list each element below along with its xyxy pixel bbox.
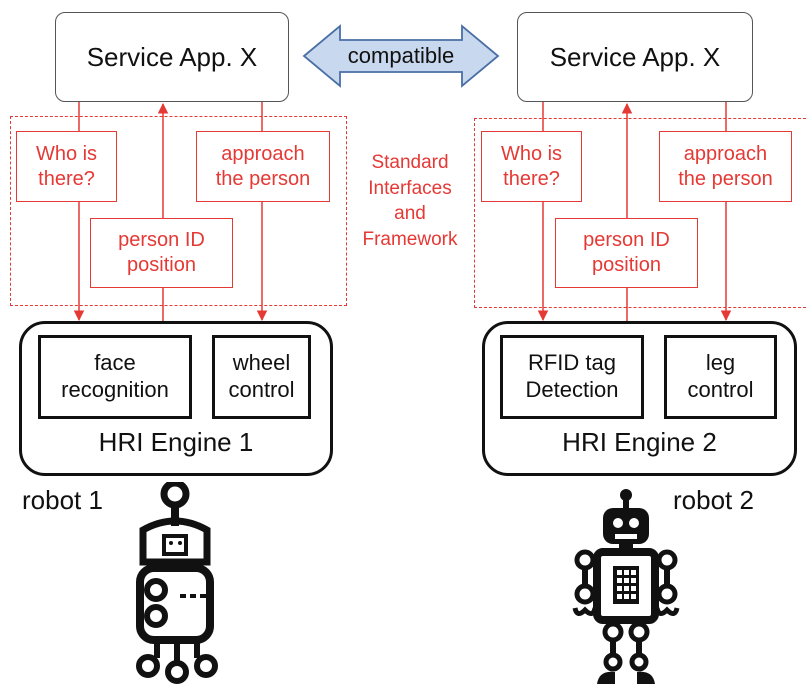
- standard-interfaces-label: Standard Interfaces and Framework: [362, 152, 458, 250]
- robot-1-icon: [136, 482, 218, 684]
- left-face-recognition-module: face recognition: [38, 335, 192, 419]
- compatible-label: compatible: [347, 43, 455, 68]
- right-rfid-detection-module: RFID tag Detection: [500, 335, 644, 419]
- left-approach-box: approach the person: [196, 131, 330, 202]
- right-person-id-box: person ID position: [555, 218, 698, 288]
- right-standard-interface-region: [474, 118, 806, 308]
- right-who-is-there-box: Who is there?: [481, 131, 582, 202]
- right-approach-box: approach the person: [659, 131, 792, 202]
- right-service-app-title: Service App. X: [549, 41, 721, 72]
- left-service-app-box: Service App. X: [55, 12, 289, 102]
- robot-2-label: robot 2: [673, 485, 754, 515]
- left-standard-interface-region: [10, 116, 347, 306]
- left-person-id-box: person ID position: [90, 218, 233, 288]
- robot-2-icon: [572, 489, 680, 684]
- left-hri-engine-label: HRI Engine 1: [98, 427, 254, 457]
- right-hri-engine-label: HRI Engine 2: [562, 427, 717, 457]
- left-service-app-title: Service App. X: [86, 41, 258, 72]
- right-leg-control-module: leg control: [664, 335, 777, 419]
- left-wheel-control-module: wheel control: [212, 335, 311, 419]
- robot-1-label: robot 1: [22, 485, 103, 515]
- right-service-app-box: Service App. X: [517, 12, 753, 102]
- left-who-is-there-box: Who is there?: [16, 131, 117, 202]
- compatible-double-arrow: [302, 24, 500, 88]
